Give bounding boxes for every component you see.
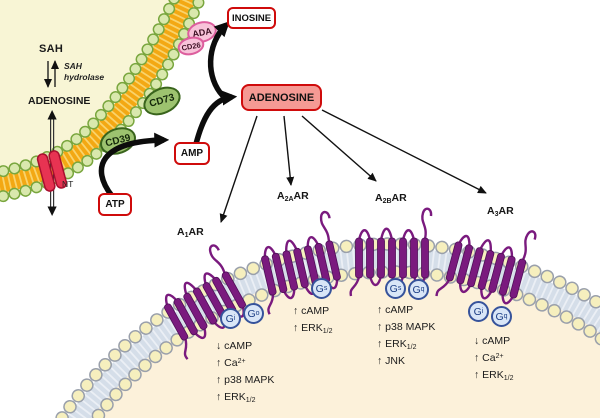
effects-a2aar: ↑ cAMP ↑ ERK1/2 (293, 303, 333, 337)
effect-line: ↑ ERK1/2 (377, 338, 417, 351)
effect-line: ↑ ERK1/2 (216, 391, 256, 404)
arrow-adenosine-to-a3ar (321, 109, 487, 194)
effect-line: ↑ Ca2+ (216, 357, 246, 369)
cd26-enzyme: CD26 (177, 36, 205, 56)
effect-line: ↑ JNK (377, 355, 406, 367)
sah-hydrolase-label: SAH hydrolase (64, 61, 105, 82)
effect-line: ↓ cAMP (216, 340, 253, 352)
arrow-adenosine-to-inosine (207, 21, 230, 98)
arrow-adenosine-to-a1ar (219, 115, 258, 223)
ada-label: ADA (192, 26, 213, 39)
effect-line: ↑ ERK1/2 (293, 322, 333, 335)
effect-line: ↑ Ca2+ (474, 352, 504, 364)
effect-line: ↑ cAMP (377, 304, 414, 316)
arrow-amp-to-adenosine (193, 90, 238, 145)
adenosine-box: ADENOSINE (241, 84, 322, 111)
amp-box: AMP (174, 142, 210, 165)
receptor-label-a2aar: A2AAR (277, 190, 309, 203)
nt-transporter-label: NT (62, 179, 74, 189)
cd26-label: CD26 (181, 40, 201, 52)
effect-line: ↑ p38 MAPK (377, 321, 436, 333)
effects-a1ar: ↓ cAMP ↑ Ca2+ ↑ p38 MAPK ↑ ERK1/2 (216, 338, 274, 406)
effect-line: ↑ ERK1/2 (474, 369, 514, 382)
effects-a2bar: ↑ cAMP ↑ p38 MAPK ↑ ERK1/2 ↑ JNK (377, 302, 435, 370)
receptor-label-a3ar: A3AR (487, 205, 514, 218)
receptor-label-a2bar: A2BAR (375, 192, 407, 205)
inosine-box: INOSINE (227, 7, 276, 29)
effects-a3ar: ↓ cAMP ↑ Ca2+ ↑ ERK1/2 (474, 333, 514, 384)
receptor-label-a1ar: A1AR (177, 226, 204, 239)
atp-box: ATP (98, 193, 132, 216)
effect-line: ↓ cAMP (474, 335, 511, 347)
arrow-atp-to-amp (98, 132, 170, 198)
sah-label: SAH (39, 43, 64, 55)
arrow-adenosine-to-a2aar (283, 115, 295, 186)
cytosolic-adenosine-label: ADENOSINE (28, 95, 91, 107)
nt-transporter (36, 150, 68, 192)
effect-line: ↑ cAMP (293, 305, 330, 317)
sah-reversible-arrows (44, 60, 59, 88)
arrow-adenosine-to-a2bar (301, 115, 377, 182)
effect-line: ↑ p38 MAPK (216, 374, 275, 386)
cd73-enzyme: CD73 (143, 86, 181, 116)
